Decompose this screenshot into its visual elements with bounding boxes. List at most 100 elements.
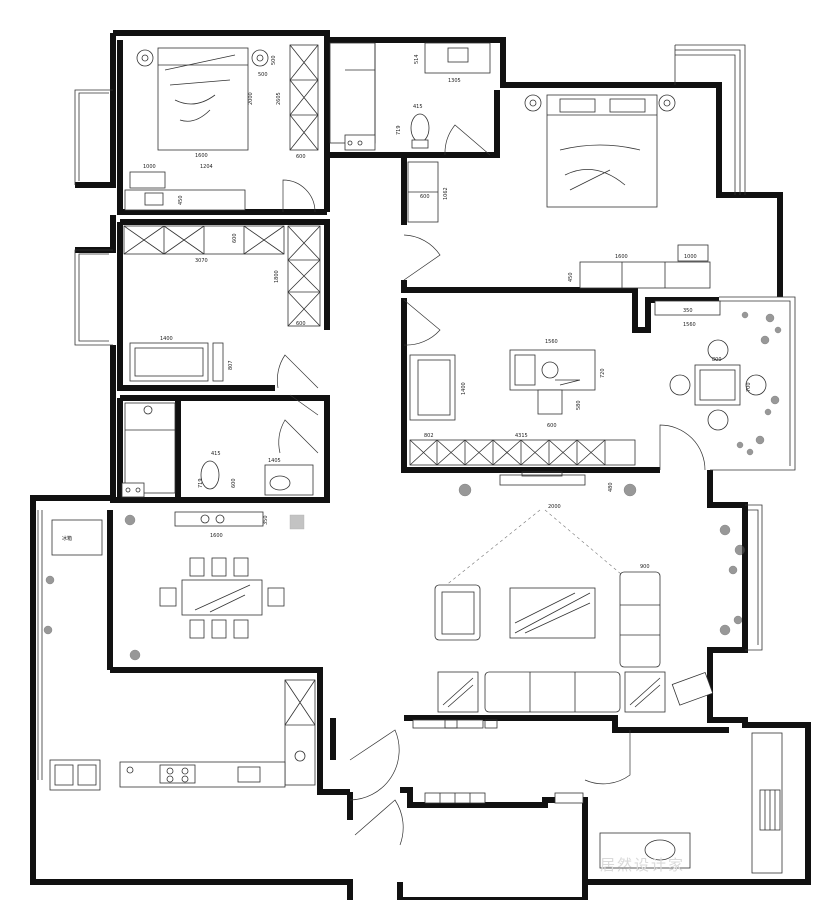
master-tv-desk [124,189,246,211]
dim-closet-len: 2605 [276,92,282,105]
bed2-chair [677,244,709,262]
dining: 冰箱 [43,514,285,661]
dim-lounge-table-d: 720 [600,368,606,378]
dim-lounge-chair: 580 [576,400,582,410]
fridge [51,519,103,556]
bed2-lamp-left [524,94,542,112]
dim-closet-depth: 600 [296,154,306,160]
dim-bed-len: 2000 [248,92,254,105]
balcony-door[interactable] [659,424,706,471]
dim-study-wardrobe: 3070 [195,258,208,264]
master-bed [157,47,249,151]
watermark: 居然设计家 [600,856,685,874]
bed2-lamp-right [658,94,676,112]
lounge-cabinet [409,439,636,466]
dim-balcony-table-d: 700 [746,382,752,392]
kitchen-tall-cab [284,679,316,786]
laundry-balcony [599,732,783,874]
dim-lounge-cab: 4315 [515,433,528,439]
dim-lounge-bench: 802 [424,433,434,439]
bedroom-2: 1600 1000 450 350 1560 [403,94,721,328]
dim-mbath-toilet-w: 415 [413,104,423,110]
lounge-table [509,349,596,391]
study-room: 3070 600 1800 600 1400 807 [123,225,321,389]
nightstand-lamp-left [136,49,154,67]
bath2-toilet [200,460,220,490]
living-room: 2000 480 900 [434,471,746,713]
tv-stand [499,474,586,486]
shower-niche [344,134,376,151]
living-sofa-side [619,571,661,668]
bath2-door[interactable] [278,419,319,454]
balcony-table [694,364,741,406]
dim-bed2-shelf-d: 350 [683,308,693,314]
dim-bath2-toilet-w: 415 [211,451,221,457]
balcony-dining: 800 700 [669,311,782,456]
fridge-label: 冰箱 [62,535,72,542]
dim-bath2-toilet-d: 719 [198,478,204,488]
dim-tv-stand-d: 480 [608,482,614,492]
lounge-armchair [537,389,563,415]
dim-living-sofa: 900 [640,564,650,570]
dim-desk-depth: 450 [178,195,184,205]
dim-closet-small-d: 600 [420,194,430,200]
lounge-sofa [409,354,456,421]
armchair [434,584,481,641]
lounge-door[interactable] [403,299,441,346]
dim-nightstand-b: 500 [271,55,277,65]
dim-balcony-table-w: 800 [712,357,722,363]
shoe-cabinet [412,719,484,729]
dim-lounge-table: 1560 [545,339,558,345]
entry-door[interactable] [354,799,404,846]
dim-closet-small: 1062 [443,187,449,200]
dim-lounge-sofa: 1400 [461,382,467,395]
living-sofa [484,671,621,713]
master-bath: 1305 514 415 719 1062 600 [329,42,491,223]
dim-mbath-toilet-d: 719 [396,125,402,135]
dim-desk: 1000 [143,164,156,170]
bed2-shelf [654,300,721,316]
kitchen-door[interactable] [349,729,400,801]
dim-corridor-cab: 1600 [210,533,223,539]
study-sofa [129,342,209,382]
dim-mbath-vanity: 514 [414,54,420,64]
dim-tv-width: 1204 [200,164,213,170]
dim-bath2-vanity: 600 [231,478,237,488]
bath2-shower [124,402,176,494]
dim-bath2-counter: 1405 [268,458,281,464]
interior-walls [107,40,729,882]
dim-study-depth: 600 [296,321,306,327]
dim-study-sofa: 1400 [160,336,173,342]
dim-corridor-cab-d: 350 [263,515,269,525]
master-chair [129,171,166,189]
washer [49,759,101,791]
master-bedroom: 500 1600 1204 1000 600 2000 2605 450 500 [124,44,319,213]
lounge: 1560 720 1400 580 600 802 4315 600 [403,299,706,471]
corridor-cabinet: 1600 350 [174,511,305,539]
dim-bed2-shelf-len: 1560 [683,322,696,328]
dim-study-side: 600 [232,233,238,243]
dim-mbath-counter: 1305 [448,78,461,84]
mbath-door[interactable] [444,124,491,156]
bathroom-2: 415 719 600 1405 [121,394,319,498]
dim-bed2-desk-d: 450 [568,272,574,282]
kitchen [49,679,316,791]
entrance [349,719,631,846]
dim-lounge-chair-d: 600 [547,423,557,429]
bed-2 [546,94,658,208]
nightstand-lamp-right [251,49,269,67]
laundry-door[interactable] [584,730,631,785]
dim-study-sofa-d: 807 [228,360,234,370]
dim-bed-width: 1600 [195,153,208,159]
mbath-vanity [424,42,491,74]
bed2-door[interactable] [403,234,441,281]
dim-tv-stand: 2000 [548,504,561,510]
lounge-chair [671,671,714,706]
study-door[interactable] [277,354,319,389]
kitchen-counter [119,761,286,788]
bed2-desk [579,261,711,289]
dim-bed2-desk: 1000 [684,254,697,260]
master-door[interactable] [282,179,316,213]
mbath-toilet [410,113,430,143]
